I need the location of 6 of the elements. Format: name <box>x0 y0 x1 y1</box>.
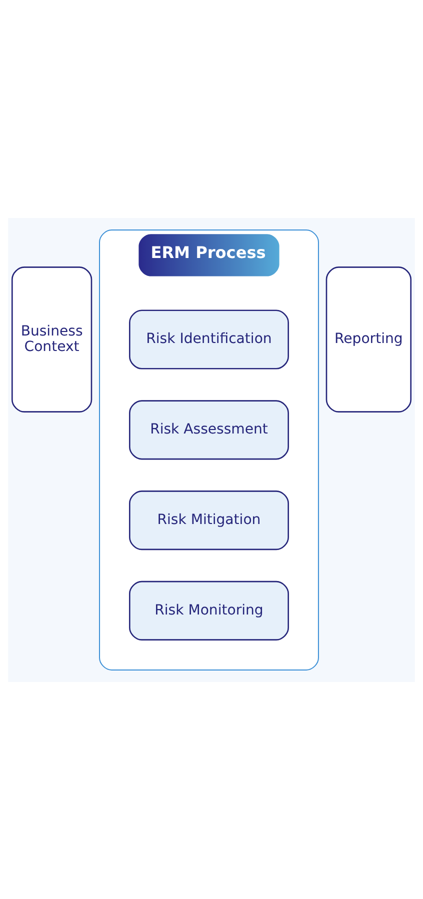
node-box: Risk Assessment <box>129 400 289 460</box>
node-box: Reporting <box>326 266 412 412</box>
node-box: Risk Identification <box>129 309 289 369</box>
node-box: Risk Mitigation <box>129 490 289 550</box>
node-box: Risk Monitoring <box>129 580 289 640</box>
node-box: Business Context <box>11 266 92 412</box>
